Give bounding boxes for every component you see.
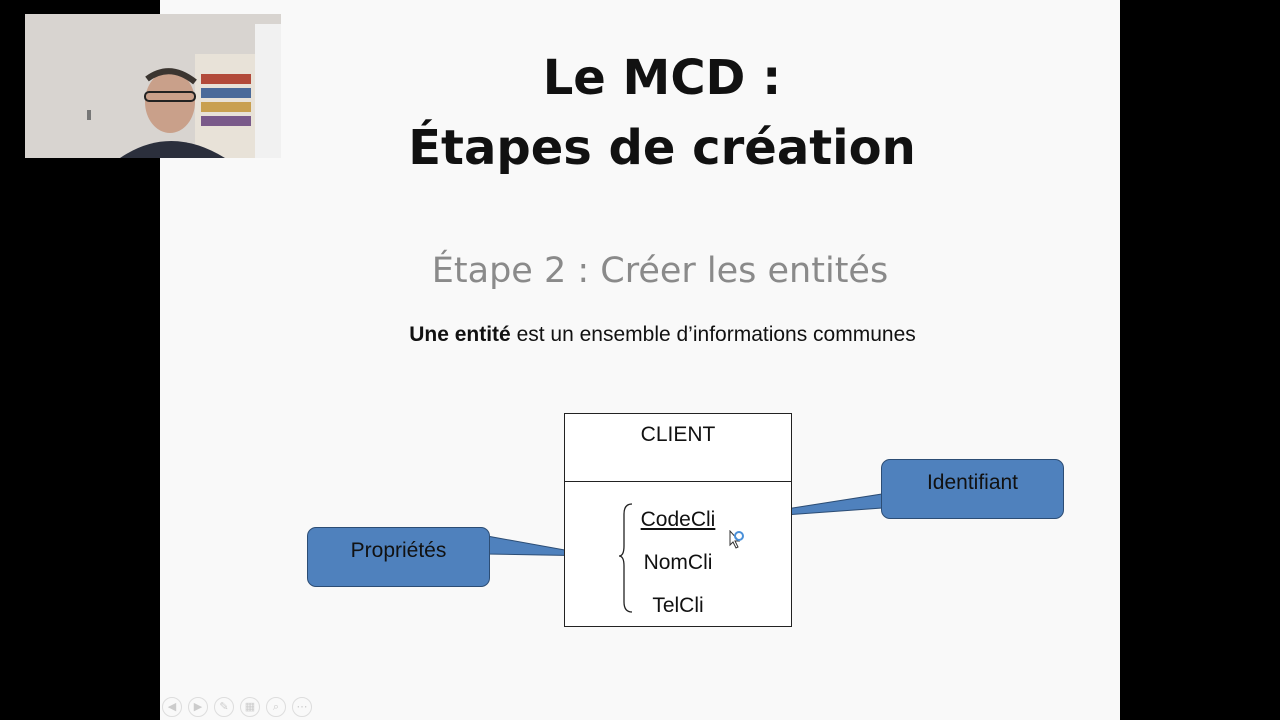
webcam-video: [25, 14, 281, 158]
prev-icon[interactable]: ◀: [162, 697, 182, 717]
cursor-icon: [729, 530, 744, 549]
definition-bold: Une entité: [409, 323, 511, 346]
entity-box: CLIENT CodeCli NomCli TelCli: [564, 413, 792, 627]
definition-text: Une entité est un ensemble d’information…: [160, 320, 1165, 350]
property-telcli: TelCli: [652, 594, 704, 617]
slide-title-line1: Le MCD :: [542, 50, 782, 106]
more-icon[interactable]: ⋯: [292, 697, 312, 717]
entity-name: CLIENT: [565, 414, 791, 482]
property-codecli: CodeCli: [640, 508, 716, 531]
slide-title-line2: Étapes de création: [408, 120, 916, 176]
next-icon[interactable]: ▶: [188, 697, 208, 717]
pen-icon[interactable]: ✎: [214, 697, 234, 717]
property-nomcli: NomCli: [643, 551, 713, 574]
brace-icon: [618, 503, 633, 613]
slideshow-controls: ◀ ▶ ✎ ▦ ⌕ ⋯: [162, 697, 312, 717]
zoom-icon[interactable]: ⌕: [266, 697, 286, 717]
definition-rest: est un ensemble d’informations communes: [510, 323, 916, 346]
callout-identifiant: Identifiant: [881, 459, 1064, 519]
slide-subtitle: Étape 2 : Créer les entités: [431, 251, 889, 291]
callout-proprietes: Propriétés: [307, 527, 490, 587]
slides-icon[interactable]: ▦: [240, 697, 260, 717]
